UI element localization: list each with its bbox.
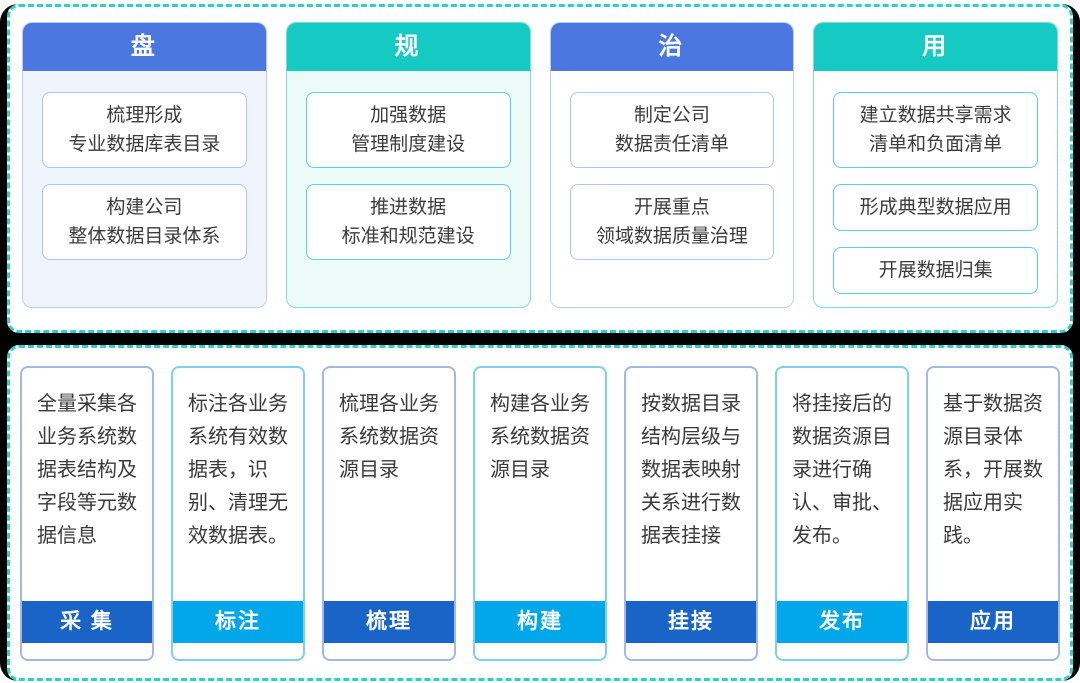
phase-body-pan: 梳理形成 专业数据库表目录 构建公司 整体数据目录体系	[23, 71, 266, 307]
step-label-band: 挂接	[626, 601, 756, 643]
step-footer-spacer	[324, 643, 454, 659]
phase-header-yong: 用	[814, 23, 1057, 71]
step-label-band: 梳理	[324, 601, 454, 643]
step-label-band: 标注	[173, 601, 303, 643]
step-card-caiji: 全量采集各业务系统数据表结构及字段等元数据信息 采 集	[20, 366, 154, 661]
phases-panel: 盘 梳理形成 专业数据库表目录 构建公司 整体数据目录体系 规 加强数据 管理制…	[7, 4, 1073, 333]
phase-box: 梳理形成 专业数据库表目录	[42, 92, 247, 168]
step-card-biaozhu: 标注各业务系统有效数据表，识别、清理无效数据表。 标注	[171, 366, 305, 661]
step-description: 基于数据资源目录体系，开展数据应用实践。	[943, 393, 1043, 547]
step-card-shuli: 梳理各业务系统数据资源目录 梳理	[322, 366, 456, 661]
phase-body-zhi: 制定公司 数据责任清单 开展重点 领域数据质量治理	[550, 71, 794, 307]
step-footer-spacer	[626, 643, 756, 659]
step-label-band: 采 集	[22, 601, 152, 643]
phase-box: 加强数据 管理制度建设	[305, 92, 511, 168]
phase-header-pan: 盘	[23, 23, 266, 71]
step-description: 全量采集各业务系统数据表结构及字段等元数据信息	[37, 393, 137, 547]
step-description: 构建各业务系统数据资源目录	[490, 393, 590, 481]
phase-body-gui: 加强数据 管理制度建设 推进数据 标准和规范建设	[286, 71, 530, 307]
step-card-fabu: 将挂接后的数据资源目录进行确认、审批、发布。 发布	[775, 366, 909, 661]
step-description: 标注各业务系统有效数据表，识别、清理无效数据表。	[188, 393, 288, 547]
step-footer-spacer	[173, 643, 303, 659]
phase-box: 制定公司 数据责任清单	[569, 92, 775, 168]
step-card-yingyong: 基于数据资源目录体系，开展数据应用实践。 应用	[926, 366, 1060, 661]
step-footer-spacer	[22, 643, 152, 659]
phase-box: 构建公司 整体数据目录体系	[42, 184, 247, 260]
phase-column-zhi: 治 制定公司 数据责任清单 开展重点 领域数据质量治理	[549, 22, 795, 308]
step-label-band: 构建	[475, 601, 605, 643]
steps-panel: 全量采集各业务系统数据表结构及字段等元数据信息 采 集 标注各业务系统有效数据表…	[7, 345, 1073, 681]
phase-header-gui: 规	[286, 23, 530, 71]
phase-columns-row: 盘 梳理形成 专业数据库表目录 构建公司 整体数据目录体系 规 加强数据 管理制…	[22, 22, 1058, 308]
phase-column-yong: 用 建立数据共享需求 清单和负面清单 形成典型数据应用 开展数据归集	[813, 22, 1058, 308]
phase-box: 开展重点 领域数据质量治理	[569, 184, 775, 260]
step-label-band: 应用	[928, 601, 1058, 643]
step-label-band: 发布	[777, 601, 907, 643]
step-footer-spacer	[475, 643, 605, 659]
step-card-guajie: 按数据目录结构层级与数据表映射关系进行数据表挂接 挂接	[624, 366, 758, 661]
phase-column-gui: 规 加强数据 管理制度建设 推进数据 标准和规范建设	[285, 22, 531, 308]
phase-body-yong: 建立数据共享需求 清单和负面清单 形成典型数据应用 开展数据归集	[814, 71, 1057, 307]
step-description: 将挂接后的数据资源目录进行确认、审批、发布。	[792, 393, 892, 547]
phase-column-pan: 盘 梳理形成 专业数据库表目录 构建公司 整体数据目录体系	[22, 22, 267, 308]
phase-box: 推进数据 标准和规范建设	[305, 184, 511, 260]
step-footer-spacer	[928, 643, 1058, 659]
phase-box: 开展数据归集	[833, 247, 1038, 294]
phase-box: 建立数据共享需求 清单和负面清单	[833, 92, 1038, 168]
phase-box: 形成典型数据应用	[833, 184, 1038, 231]
step-footer-spacer	[777, 643, 907, 659]
phase-header-zhi: 治	[550, 23, 794, 71]
step-description: 梳理各业务系统数据资源目录	[339, 393, 439, 481]
step-description: 按数据目录结构层级与数据表映射关系进行数据表挂接	[641, 393, 741, 547]
step-cards-row: 全量采集各业务系统数据表结构及字段等元数据信息 采 集 标注各业务系统有效数据表…	[20, 366, 1060, 661]
step-card-goujian: 构建各业务系统数据资源目录 构建	[473, 366, 607, 661]
